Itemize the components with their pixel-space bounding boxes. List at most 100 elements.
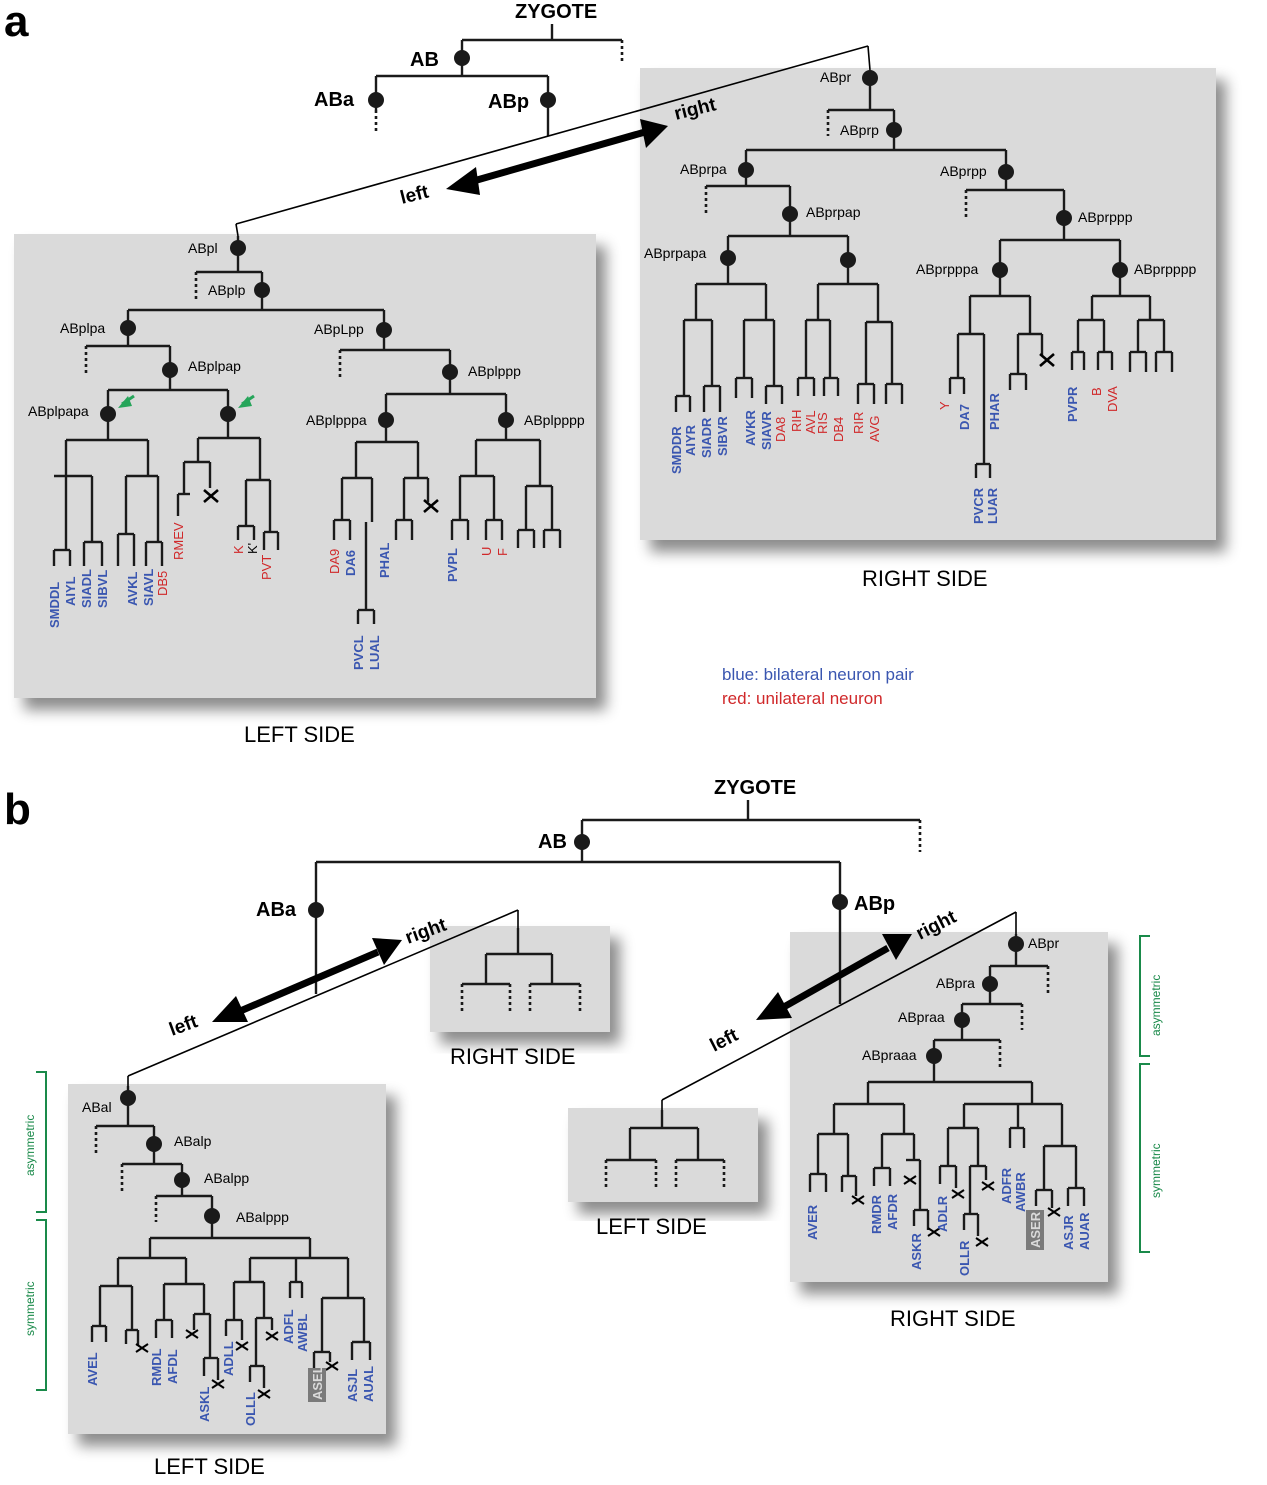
neuron-label: ASEL [310, 1365, 325, 1400]
neuron-label: PVCL [351, 635, 366, 670]
neuron-label: AWBR [1013, 1172, 1028, 1212]
zygote-label-b: ZYGOTE [714, 777, 796, 799]
neuron-label: SIBVL [95, 570, 110, 608]
neuron-label: AVEL [85, 1352, 100, 1386]
right-side-tree-a: ABpr ABprp ABprpa ABprpp ABprpap ABprppp… [644, 69, 1196, 478]
svg-text:ABalpp: ABalpp [204, 1170, 249, 1186]
svg-text:ABplpppp: ABplpppp [524, 412, 585, 428]
neuron-label: DA7 [957, 404, 972, 430]
neuron-label: DVA [1105, 386, 1120, 412]
svg-text:ABpr: ABpr [1028, 935, 1059, 951]
right-neurons-a: SMDDR AIYR SIADR SIBVR AVKR SIAVR DA8 RI… [669, 386, 1120, 524]
neuron-label: SIAVL [141, 569, 156, 606]
neuron-label: PVPL [445, 548, 460, 582]
left-side-tree-b: ABal ABalp ABalpp ABalppp [82, 1086, 372, 1399]
panel-a-letter: a [4, 0, 29, 46]
svg-text:ABprpppa: ABprpppa [916, 261, 978, 277]
abp-label: ABp [488, 91, 529, 113]
neuron-label: RIR [851, 412, 866, 434]
neuron-label: OLLR [957, 1240, 972, 1276]
neuron-label: DB4 [831, 417, 846, 442]
legend-blue: blue: bilateral neuron pair [722, 665, 914, 684]
legend-red: red: unilateral neuron [722, 689, 883, 708]
neuron-label: K' [245, 543, 260, 554]
svg-text:ABplpppa: ABplpppa [306, 412, 367, 428]
neuron-label: PVT [259, 555, 274, 580]
svg-text:ABplpap: ABplpap [188, 358, 241, 374]
svg-text:ABprppp: ABprppp [1078, 209, 1133, 225]
neuron-label: PHAL [377, 543, 392, 578]
left-brackets: asymmetric symmetric [23, 1071, 47, 1391]
neuron-label: SIAVR [759, 411, 774, 450]
ab-node [454, 50, 470, 66]
neuron-label: F [495, 548, 510, 556]
neuron-label: DA8 [773, 417, 788, 442]
neuron-label: AVL [803, 410, 818, 434]
left-label-b2: left [707, 1024, 743, 1056]
neuron-label: ASJR [1061, 1215, 1076, 1250]
neuron-label: ASKL [197, 1387, 212, 1422]
small-right-tree [460, 928, 582, 1012]
neuron-label: DB5 [155, 571, 170, 596]
neuron-label: ASKR [909, 1233, 924, 1270]
neuron-label: LUAL [367, 635, 382, 670]
zygote-label: ZYGOTE [515, 1, 597, 23]
right-side-panel-b [790, 932, 1108, 1282]
svg-text:ABpraa: ABpraa [898, 1009, 945, 1025]
svg-text:ABprpp: ABprpp [940, 163, 987, 179]
svg-text:ABprpapa: ABprpapa [644, 245, 706, 261]
right-side-panel [640, 68, 1216, 540]
svg-text:ABplpapa: ABplpapa [28, 403, 89, 419]
neuron-label: SIADL [79, 569, 94, 608]
neuron-label: ASJL [345, 1369, 360, 1402]
neuron-label: AVKL [125, 572, 140, 606]
neuron-label: Y [937, 401, 952, 410]
neuron-label: SMDDR [669, 426, 684, 474]
svg-text:ABpraaa: ABpraaa [862, 1047, 917, 1063]
neuron-label: AVG [867, 416, 882, 443]
neuron-label: AIYL [63, 576, 78, 606]
neuron-label: DA6 [343, 550, 358, 576]
neuron-label: B [1089, 387, 1104, 396]
ab-label: AB [410, 49, 439, 71]
neuron-label: RIH [789, 410, 804, 432]
svg-text:ABalppp: ABalppp [236, 1209, 289, 1225]
neuron-label: ADLR [935, 1195, 950, 1232]
neuron-label: AIYR [683, 424, 698, 456]
aba-node [368, 92, 384, 108]
left-side-label-b: LEFT SIDE [154, 1454, 265, 1479]
neuron-label: U [479, 547, 494, 556]
neuron-label: RMDL [149, 1348, 164, 1386]
neuron-label: AUAL [361, 1366, 376, 1402]
abp-node [540, 92, 556, 108]
svg-text:ABalp: ABalp [174, 1133, 212, 1149]
symmetric-label-left: symmetric [23, 1281, 37, 1336]
svg-text:ABplppp: ABplppp [468, 363, 521, 379]
left-label-b1: left [167, 1011, 202, 1041]
left-neurons-a: SMDDL AIYL SIADL SIBVL AVKL SIAVL DB5 RM… [47, 522, 510, 670]
abp-label-b: ABp [854, 893, 895, 915]
panel-b-letter: b [4, 785, 31, 834]
aba-label-b: ABa [256, 899, 297, 921]
neuron-label: AUAR [1077, 1212, 1092, 1250]
svg-text:ABal: ABal [82, 1099, 112, 1115]
ab-label-b: AB [538, 831, 567, 853]
neuron-label: AVER [805, 1204, 820, 1240]
svg-text:ABpl: ABpl [188, 240, 218, 256]
left-side-tree-a: ABpl ABplp ABplpa ABplpap ABplpapa [28, 236, 585, 624]
symmetric-label-right: symmetric [1149, 1143, 1163, 1198]
neuron-label: RMEV [171, 522, 186, 560]
neuron-label: PVPR [1065, 386, 1080, 422]
svg-text:ABprpa: ABprpa [680, 161, 727, 177]
left-side-small-label: LEFT SIDE [596, 1214, 707, 1239]
neuron-label: OLLL [243, 1392, 258, 1426]
neuron-label: SMDDL [47, 582, 62, 628]
aser-highlight [1026, 1210, 1044, 1250]
right-neurons-b: AVER RMDR AFDR ASKR ADLR OLLR ADFR AWBR … [805, 1167, 1092, 1276]
right-side-tree-b: ABpr ABpra ABpraa ABpraaa [808, 934, 1086, 1247]
neuron-label: SIADR [699, 417, 714, 458]
neuron-label: ADFL [281, 1309, 296, 1344]
svg-text:ABplp: ABplp [208, 282, 246, 298]
neuron-label: AFDL [165, 1349, 180, 1384]
